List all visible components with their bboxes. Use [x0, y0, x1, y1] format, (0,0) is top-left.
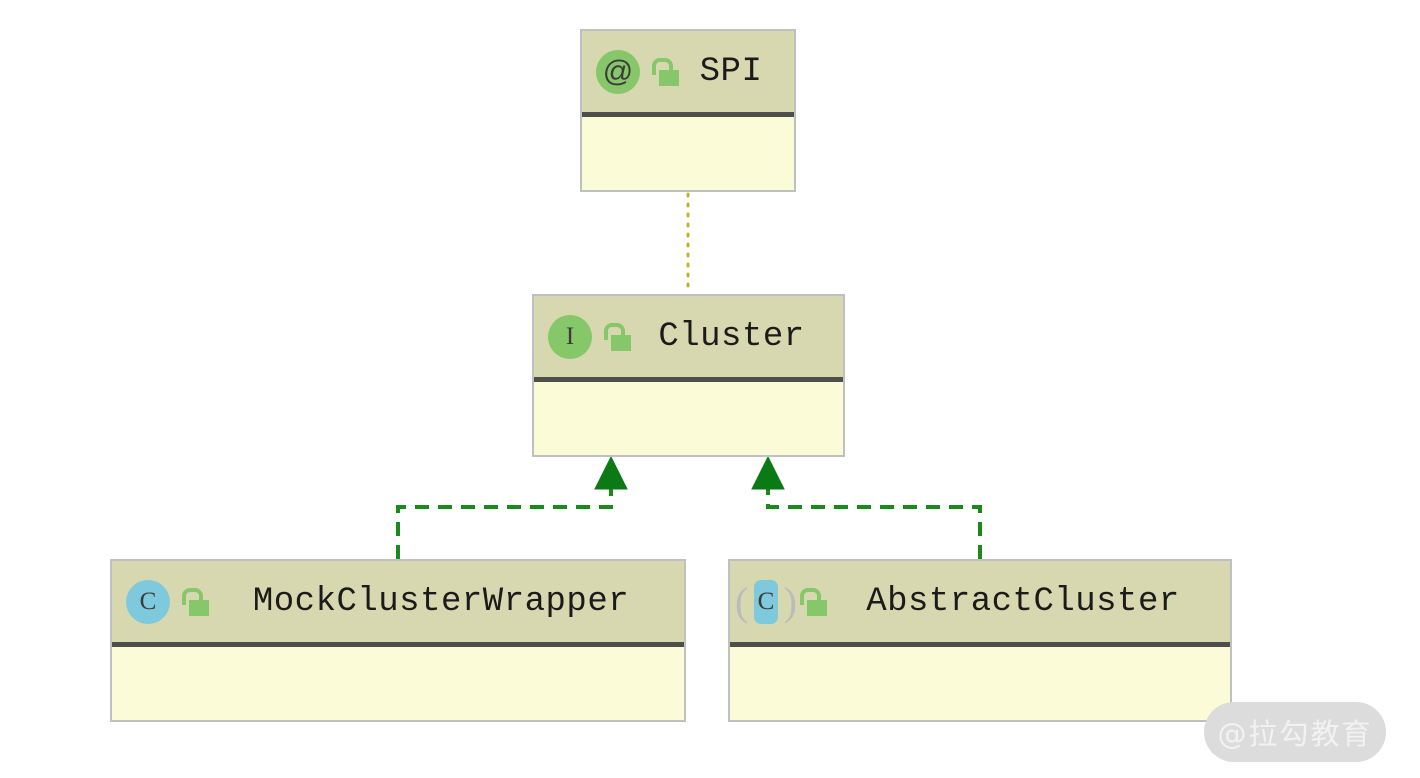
uml-node-header: ( C ) AbstractCluster [730, 561, 1230, 647]
uml-node-members [582, 117, 794, 190]
class-c-icon: C [126, 579, 170, 624]
uml-node-members [730, 647, 1230, 720]
edge-abstract-cluster [766, 488, 982, 559]
arrowhead-mock-cluster [594, 455, 628, 490]
unlocked-padlock-icon [602, 320, 632, 354]
unlocked-padlock-icon [650, 55, 680, 89]
uml-node-members [534, 382, 843, 455]
uml-node-spi[interactable]: @ SPI [580, 29, 796, 192]
unlocked-padlock-icon [798, 585, 828, 619]
abstract-class-c-icon: ( C ) [735, 578, 797, 624]
watermark: @拉勾教育 [1204, 702, 1386, 762]
unlocked-padlock-icon [180, 585, 210, 619]
uml-node-abstractcluster[interactable]: ( C ) AbstractCluster [728, 559, 1232, 722]
uml-node-title: MockClusterWrapper [252, 582, 630, 621]
uml-node-cluster[interactable]: I Cluster [532, 294, 845, 457]
uml-node-header: I Cluster [534, 296, 843, 382]
arrowhead-abstract-cluster [751, 455, 785, 490]
uml-node-title: AbstractCluster [866, 582, 1180, 621]
uml-node-header: C MockClusterWrapper [112, 561, 684, 647]
uml-node-mockclusterwrapper[interactable]: C MockClusterWrapper [110, 559, 686, 722]
edge-mock-cluster [396, 488, 613, 559]
annotation-at-icon: @ [596, 49, 640, 94]
interface-i-icon: I [548, 314, 592, 359]
uml-node-title: SPI [699, 52, 763, 91]
uml-node-header: @ SPI [582, 31, 794, 117]
uml-node-members [112, 647, 684, 720]
uml-node-title: Cluster [658, 317, 805, 356]
